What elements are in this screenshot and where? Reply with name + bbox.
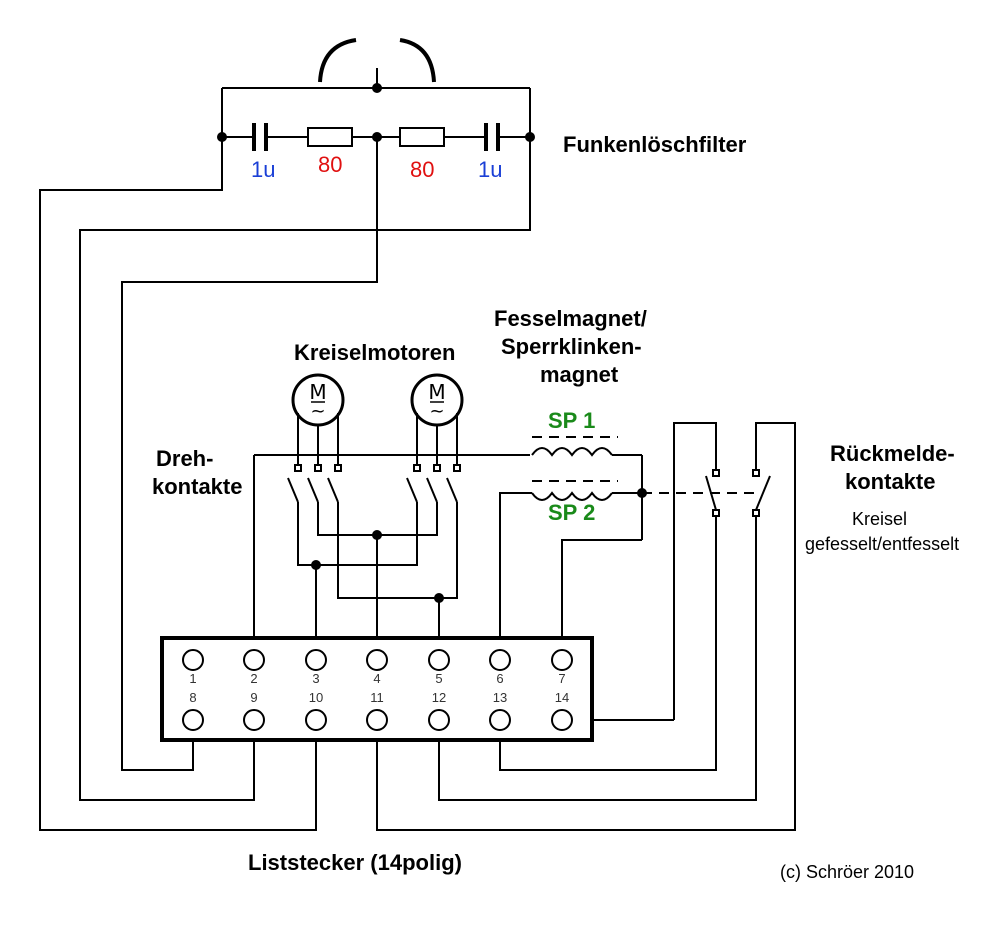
- cap-right-label: 1u: [478, 157, 502, 182]
- top-pin-4: [366, 649, 388, 671]
- filter-wires: [39, 137, 531, 831]
- bottom-pin-8: [182, 709, 204, 731]
- bottom-pin-label: 11: [370, 690, 384, 705]
- top-pin-label: 2: [250, 671, 257, 686]
- fessel-label-3: magnet: [540, 362, 619, 387]
- dreh-label-2: kontakte: [152, 474, 242, 499]
- res-right-label: 80: [410, 157, 434, 182]
- sp2-label: SP 2: [548, 500, 595, 525]
- dreh-label-1: Dreh-: [156, 446, 213, 471]
- top-pin-2: [243, 649, 265, 671]
- top-pin-5: [428, 649, 450, 671]
- rueck-label-2: kontakte: [845, 469, 935, 494]
- top-pin-6: [489, 649, 511, 671]
- bottom-pin-11: [366, 709, 388, 731]
- top-pin-1: [182, 649, 204, 671]
- bottom-pin-13: [489, 709, 511, 731]
- cap-left-label: 1u: [251, 157, 275, 182]
- resistor-left: [307, 127, 353, 147]
- motor-1-symbol: M: [309, 380, 326, 404]
- filter-arc-right: [399, 38, 436, 83]
- bottom-pin-label: 13: [493, 690, 507, 705]
- bottom-pin-label: 14: [555, 690, 569, 705]
- copyright: (c) Schröer 2010: [780, 862, 914, 882]
- top-pin-label: 5: [435, 671, 442, 686]
- bottom-pin-12: [428, 709, 450, 731]
- bottom-pin-label: 9: [250, 690, 257, 705]
- res-left-label: 80: [318, 152, 342, 177]
- bottom-pin-10: [305, 709, 327, 731]
- rueck-sub-2: gefesselt/entfesselt: [805, 534, 959, 554]
- sp1-label: SP 1: [548, 408, 595, 433]
- motor-2-symbol: M: [428, 380, 445, 404]
- bottom-pin-9: [243, 709, 265, 731]
- feedback-contacts: Rückmelde- kontakte Kreisel gefesselt/en…: [376, 422, 959, 831]
- motors-title: Kreiselmotoren: [294, 340, 455, 365]
- top-pin-label: 1: [189, 671, 196, 686]
- rueck-sub-1: Kreisel: [852, 509, 907, 529]
- motors: Kreiselmotoren M ~ M ~: [291, 340, 464, 465]
- top-pin-label: 6: [496, 671, 503, 686]
- bottom-pin-14: [551, 709, 573, 731]
- resistor-right: [399, 127, 445, 147]
- spark-filter: 1u 80 80 1u Funkenlöschfilter: [217, 38, 747, 182]
- connector-title: Liststecker (14polig): [248, 850, 462, 875]
- bottom-pin-label: 12: [432, 690, 446, 705]
- filter-title: Funkenlöschfilter: [563, 132, 747, 157]
- fessel-label-1: Fesselmagnet/: [494, 306, 647, 331]
- top-pin-label: 4: [373, 671, 380, 686]
- rueck-label-1: Rückmelde-: [830, 441, 955, 466]
- top-pin-label: 7: [558, 671, 565, 686]
- rotation-contacts: Dreh- kontakte: [152, 446, 530, 650]
- fessel-label-2: Sperrklinken-: [501, 334, 642, 359]
- holding-magnets: Fesselmagnet/ Sperrklinken- magnet SP 1 …: [494, 306, 647, 650]
- top-pin-label: 3: [312, 671, 319, 686]
- coil-sp1: [531, 447, 613, 457]
- top-pin-7: [551, 649, 573, 671]
- bottom-pin-label: 8: [189, 690, 196, 705]
- bottom-pin-label: 10: [309, 690, 323, 705]
- top-pin-3: [305, 649, 327, 671]
- motor-1-wave: ~: [310, 401, 325, 422]
- coil-sp2: [531, 491, 613, 501]
- motor-2-wave: ~: [429, 401, 444, 422]
- filter-arc-left: [318, 38, 357, 83]
